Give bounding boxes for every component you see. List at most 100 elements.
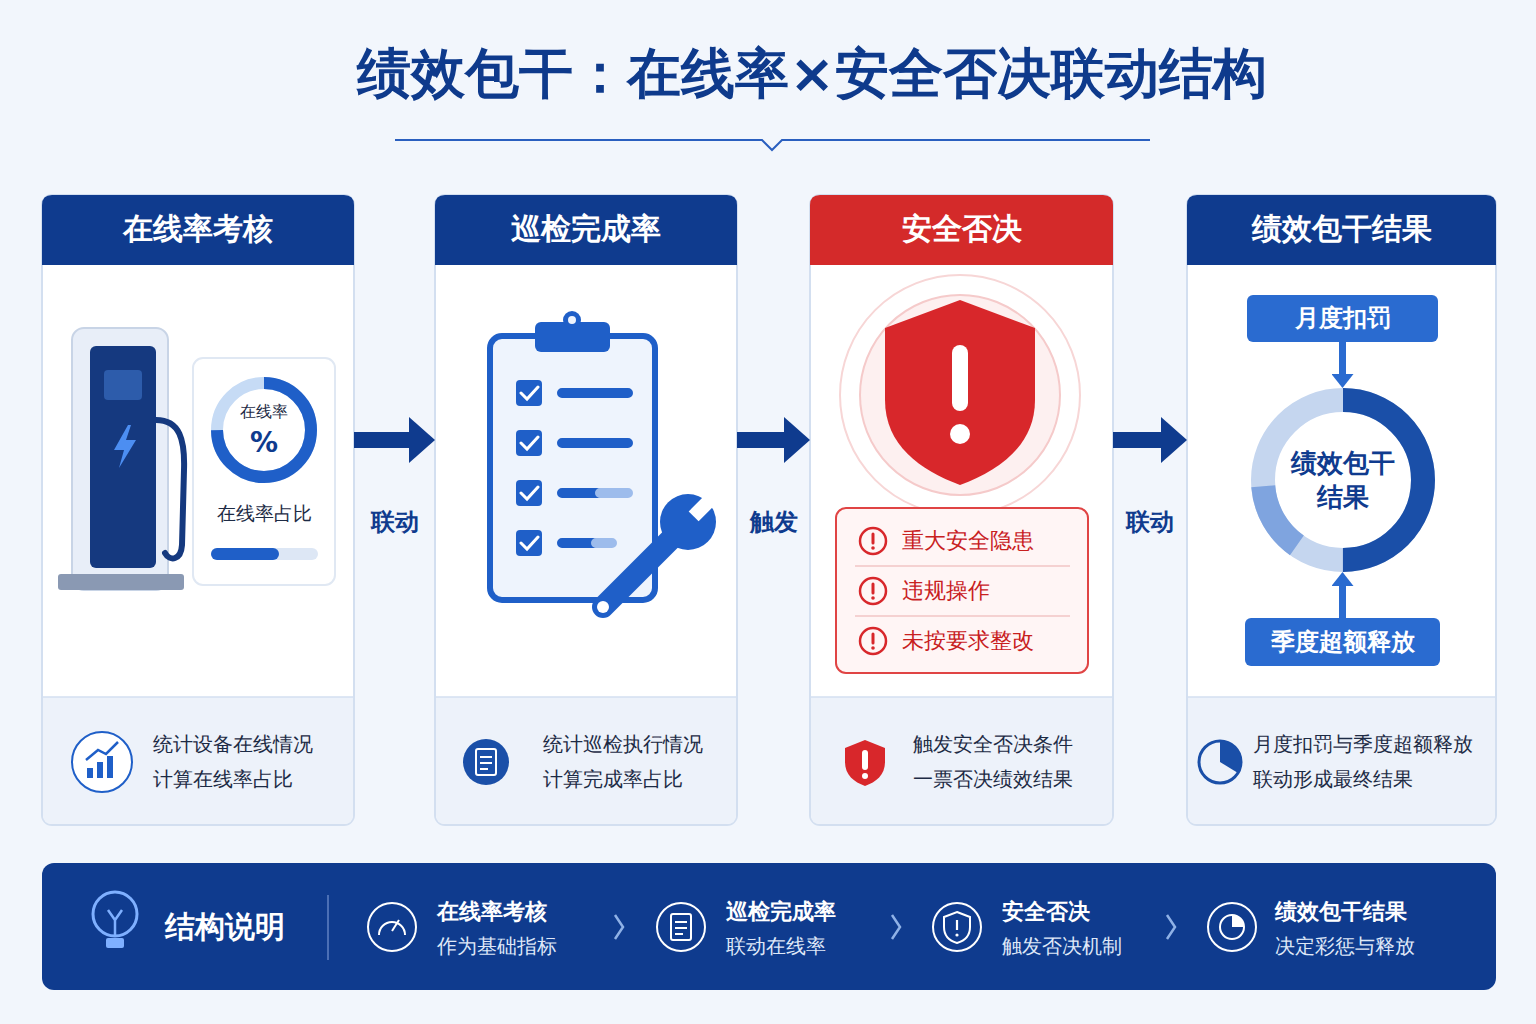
card-note: 触发安全否决条件 一票否决绩效结果 <box>913 727 1091 797</box>
charger-illustration <box>104 370 142 400</box>
card-header-band <box>1187 195 1496 265</box>
veto-list-box <box>871 546 875 550</box>
band-heading: 结构说明 <box>165 908 315 946</box>
card-header-band <box>435 195 737 265</box>
footer-icon <box>480 757 492 769</box>
gauge-panel <box>193 358 335 585</box>
card-shell <box>42 195 1496 825</box>
card-footer-band <box>43 697 1495 824</box>
veto-list-box <box>836 508 1088 673</box>
veto-list-box: 重大安全隐患违规操作未按要求整改 <box>836 508 1088 673</box>
clipboard-illustration <box>568 316 576 324</box>
clipboard-illustration <box>490 336 655 600</box>
veto-list-box <box>871 596 875 600</box>
explanation-band <box>675 922 687 934</box>
footer-icon <box>1199 741 1241 783</box>
wrench-illustration <box>597 601 609 613</box>
explanation-band <box>93 892 137 936</box>
link-arrow <box>1339 586 1346 618</box>
gauge-panel <box>193 358 335 585</box>
gauge-panel: 在线率% 在线率占比 <box>193 358 335 585</box>
indicator-card: 在线率考核统计设备在线情况 计算在线率占比在线率%在线率占比 <box>42 195 354 825</box>
penalty-box: 月度扣罚 <box>1247 295 1438 342</box>
card-footer-band <box>43 696 353 698</box>
card-header: 安全否决 <box>810 209 1113 249</box>
veto-card: 安全否决触发安全否决条件 一票否决绩效结果 重大安全隐患违规操作未按要求整改 <box>810 195 1113 825</box>
gauge-label: 在线率 <box>193 402 335 422</box>
connector-group <box>354 342 1343 618</box>
card-header: 在线率考核 <box>42 209 354 249</box>
explanation-band <box>956 920 958 930</box>
result-ring <box>1263 400 1423 560</box>
indicator-card: 巡检完成率统计巡检执行情况 计算完成率占比 <box>435 195 737 825</box>
card-note: 月度扣罚与季度超额释放 联动形成最终结果 <box>1253 727 1487 797</box>
result-card: 绩效包干结果月度扣罚与季度超额释放 联动形成最终结果月度扣罚绩效包干 结果季度超… <box>1187 195 1496 825</box>
clipboard-illustration <box>563 311 581 329</box>
result-ring <box>1263 400 1423 560</box>
charger-illustration <box>90 346 156 568</box>
item-title: 在线率考核 <box>437 898 607 926</box>
veto-item: 违规操作 <box>902 577 1082 605</box>
explanation-band <box>933 903 981 951</box>
explanation-band <box>368 903 416 951</box>
card-footer-band <box>811 697 1112 824</box>
edge-label: 联动 <box>369 506 421 538</box>
card-footer-band <box>436 696 736 698</box>
footer-icon <box>87 768 93 778</box>
card-footer-band <box>811 696 1112 698</box>
wrench-illustration <box>603 535 675 607</box>
footer-icon <box>476 749 496 775</box>
veto-item: 重大安全隐患 <box>902 527 1082 555</box>
title-rule <box>395 140 1150 150</box>
footer-icon <box>72 732 132 792</box>
item-note: 决定彩惩与释放 <box>1275 933 1445 959</box>
result-ring <box>1276 413 1410 547</box>
card-note: 统计巡检执行情况 计算完成率占比 <box>543 727 721 797</box>
card-shell <box>42 195 354 825</box>
charger-illustration <box>156 420 184 558</box>
link-arrow <box>1339 342 1346 374</box>
flow-arrow <box>354 432 409 448</box>
explanation-band <box>42 863 1496 990</box>
card-footer-band <box>43 697 353 824</box>
card-header: 巡检完成率 <box>435 209 737 249</box>
item-title: 绩效包干结果 <box>1275 898 1445 926</box>
item-note: 联动在线率 <box>726 933 896 959</box>
explanation-band: 结构说明在线率考核作为基础指标巡检完成率联动在线率安全否决触发否决机制绩效包干结… <box>42 863 1496 990</box>
result-ring <box>1263 400 1423 560</box>
footer-icon <box>107 756 113 778</box>
veto-item: 未按要求整改 <box>902 627 1082 655</box>
box-label: 季度超额释放 <box>1245 627 1440 657</box>
gauge-caption: 在线率占比 <box>193 501 335 525</box>
shield-illustration <box>860 295 1060 495</box>
item-note: 作为基础指标 <box>437 933 607 959</box>
footer-icon <box>862 750 868 770</box>
explanation-band <box>392 920 399 931</box>
footer-icon <box>845 740 885 786</box>
footer-icon <box>97 762 103 778</box>
explanation-band <box>1208 903 1256 951</box>
gauge-value: % <box>193 427 335 459</box>
shield-illustration <box>840 275 1080 515</box>
card-shell <box>1187 195 1496 825</box>
shield-illustration <box>885 300 1035 485</box>
card-shell <box>435 195 737 825</box>
explanation-band <box>955 933 958 936</box>
flow-arrow <box>1113 432 1161 448</box>
card-footer-band <box>1188 697 1495 824</box>
item-title: 安全否决 <box>1002 898 1172 926</box>
card-header: 绩效包干结果 <box>1187 209 1496 249</box>
item-title: 巡检完成率 <box>726 898 896 926</box>
card-header-band <box>42 195 1496 265</box>
card-footer-band <box>436 697 736 824</box>
clipboard-illustration <box>490 311 655 600</box>
release-box: 季度超额释放 <box>1245 618 1440 666</box>
explanation-band <box>1232 915 1244 927</box>
veto-list-box <box>871 646 875 650</box>
card-header-band <box>42 195 354 265</box>
charger-illustration <box>58 328 184 590</box>
diagram-title: 绩效包干：在线率×安全否决联动结构 <box>112 42 1512 106</box>
title-rule <box>395 140 1150 150</box>
charger-illustration <box>114 425 136 468</box>
box-label: 月度扣罚 <box>1247 303 1438 333</box>
